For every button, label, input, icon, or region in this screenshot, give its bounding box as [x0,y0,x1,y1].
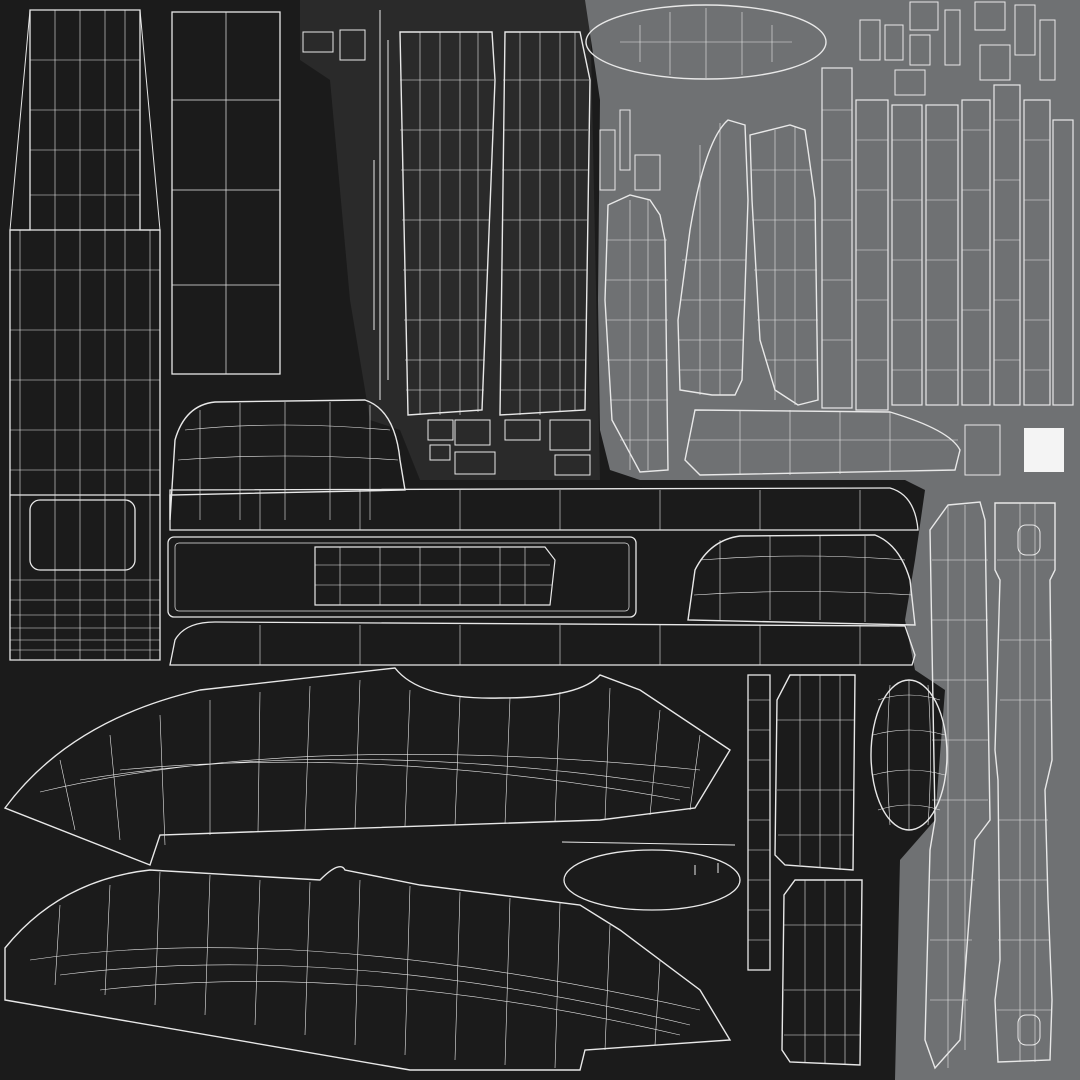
uv-small-pieces-top-right [599,1,1056,476]
uv-shell-top-oval [585,4,827,80]
uv-shell-blade-right [749,124,819,406]
uv-white-patch [1024,428,1064,472]
uv-shell-egg [870,679,948,831]
uv-small-pieces-center [302,10,591,476]
uv-shell-panel-middle [167,536,637,618]
uv-shell-center-block-b [499,31,591,416]
uv-shell-small-oval [561,841,741,911]
uv-shell-blade-long-horizontal [684,409,961,476]
uv-shell-right-tall-b [994,502,1056,1063]
uv-shell-hull-upper [3,667,731,866]
uv-shell-cap-right [687,534,916,626]
uv-shell-right-tall-a [924,501,991,1070]
uv-shell-left-strip-grid [10,10,160,660]
uv-shell-columns-right [821,67,1074,411]
uv-shell-center-block-a [399,31,496,416]
gray-region-right [895,490,1080,1080]
uv-shell-vertical-thin-strip [747,674,771,971]
uv-shell-long-bar-top [169,487,919,531]
uv-shell-blade-center [677,119,749,396]
uv-shell-rounded-block-upper [774,674,856,871]
uv-shell-blade-left [604,194,669,473]
uv-shell-hull-lower [4,866,732,1071]
gray-region-top [585,0,1080,490]
uv-shell-second-strip [171,11,281,375]
uv-shell-long-bar-bottom [169,621,916,666]
uv-shell-left-strip [9,9,161,661]
uv-shell-rounded-block-lower [781,879,863,1066]
uv-shell-cap-left [169,399,406,521]
